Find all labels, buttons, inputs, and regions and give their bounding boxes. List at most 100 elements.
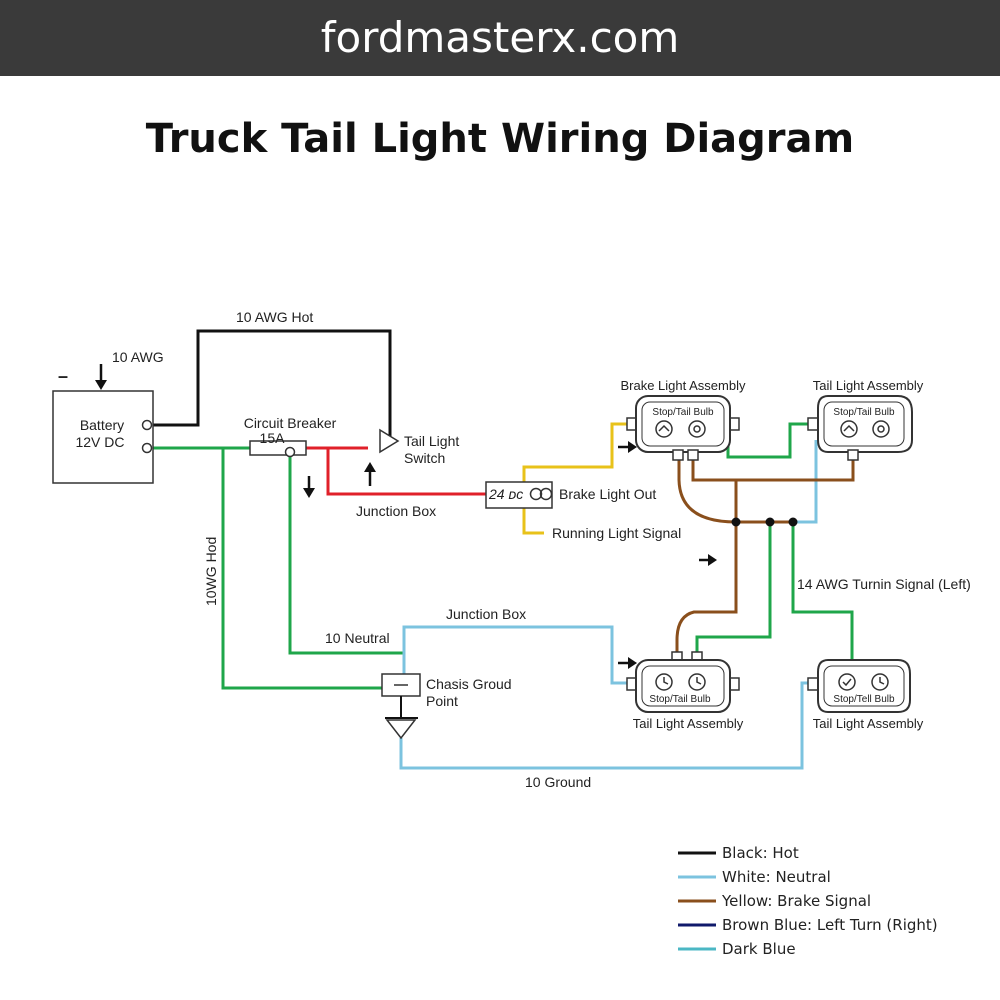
bulb-icon-2a [840, 420, 858, 438]
legend-label-2: Yellow: Brake Signal [721, 892, 871, 910]
bl-housing [635, 659, 731, 713]
junction-dot-2 [765, 517, 775, 527]
tail-assembly-bl-label: Tail Light Assembly [633, 716, 744, 731]
legend-label-0: Black: Hot [722, 844, 799, 862]
tail-light-assembly-top-right: Tail Light Assembly Stop/Tail Bulb [807, 378, 924, 461]
brake-light-assembly: Brake Light Assembly Stop/Tail Bulb [620, 378, 746, 461]
tail-light-assembly-bottom-right: Stop/Tell Bulb Tail Light Assembly [807, 659, 924, 731]
breaker-label-2: 15A [260, 430, 286, 446]
bulb-label-3: Stop/Tail Bulb [649, 694, 711, 705]
battery-box [52, 390, 154, 484]
site-banner: fordmasterx.com [0, 0, 1000, 76]
bulb-icon-2b-core [877, 425, 885, 433]
wire-red-junction [326, 448, 486, 496]
brake-assembly-label: Brake Light Assembly [620, 378, 746, 393]
legend-label-4: Dark Blue [722, 940, 796, 958]
arrow-right-head-2 [708, 554, 717, 566]
clock-icon-3b-hands [696, 677, 702, 685]
turn-signal-left-label: 14 AWG Turnin Signal (Left) [797, 576, 971, 592]
minus-label: – [58, 366, 68, 386]
junction-dot-3 [788, 517, 798, 527]
wire-blue-right [793, 440, 818, 524]
awg10-label: 10 AWG [112, 349, 164, 365]
legend: Black: Hot White: Neutral Yellow: Brake … [678, 844, 938, 958]
down-arrow-head-icon [95, 380, 107, 390]
vertical-hot-label: 10WG Hod [203, 537, 219, 606]
wire-green-mid [695, 522, 772, 660]
connector-code: 24 ᴅᴄ [488, 486, 523, 502]
site-name: fordmasterx.com [320, 13, 680, 62]
battery-terminal-negative [141, 442, 153, 454]
junction-dot-1 [731, 517, 741, 527]
bulb-icon-2a-mark [843, 424, 855, 432]
bulb-label-2: Stop/Tail Bulb [833, 407, 895, 418]
wire-blue-junction [402, 625, 627, 685]
breaker-label-1: Circuit Breaker [244, 415, 337, 431]
wire-green-assemblies [726, 422, 808, 459]
connector-bulb-icon-b [539, 487, 553, 501]
clock-icon-3a [655, 673, 673, 691]
battery-terminal-positive [141, 419, 153, 431]
running-light-label: Running Light Signal [552, 525, 681, 541]
tail-assembly-tr-label: Tail Light Assembly [813, 378, 924, 393]
switch-label-2: Switch [404, 450, 445, 466]
clock-icon-4a [838, 673, 856, 691]
tr-housing-inner [823, 401, 905, 447]
br-housing-inner [823, 665, 905, 707]
wire-blue-ground [399, 681, 818, 770]
brake-pin-2 [687, 449, 699, 461]
switch-label-1: Tail Light [404, 433, 459, 449]
wire-yellow [522, 422, 627, 487]
clock-icon-3b [688, 673, 706, 691]
clock-icon-4b [871, 673, 889, 691]
arrow-right-head-3 [628, 657, 637, 669]
wire-yellow-running [522, 508, 544, 535]
ground-10-label: 10 Ground [525, 774, 591, 790]
brake-housing [635, 395, 731, 453]
bulb-icon-1a-mark [658, 424, 670, 432]
brake-light-out-label: Brake Light Out [559, 486, 656, 502]
legend-label-1: White: Neutral [722, 868, 831, 886]
connector-bulb-icon-a [529, 487, 543, 501]
tail-assembly-br-label: Tail Light Assembly [813, 716, 924, 731]
junction-box-label-1: Junction Box [356, 503, 436, 519]
wire-green-hot-vertical [221, 448, 382, 690]
wire-brown-top [691, 458, 855, 482]
bl-housing-inner [641, 665, 725, 707]
clock-icon-4a-hands [842, 678, 852, 687]
chassis-label-2: Point [426, 693, 458, 709]
br-housing [817, 659, 911, 713]
chassis-label-1: Chasis Groud [426, 676, 512, 692]
tr-housing [817, 395, 913, 453]
br-tab-left [807, 677, 819, 691]
switch-up-arrow-head [364, 462, 376, 472]
neutral-10-label: 10 Neutral [325, 630, 390, 646]
junction-box-label-2: Junction Box [446, 606, 526, 622]
bulb-label-1: Stop/Tail Bulb [652, 407, 714, 418]
bulb-icon-2b [872, 420, 890, 438]
page-title: Truck Tail Light Wiring Diagram [145, 116, 855, 162]
bulb-icon-1b [688, 420, 706, 438]
bulb-icon-1a [655, 420, 673, 438]
battery-label-2: 12V DC [75, 434, 124, 450]
wire-brown-down [675, 480, 738, 660]
bulb-icon-1b-core [693, 425, 701, 433]
hot-10awg-label: 10 AWG Hot [236, 309, 313, 325]
breaker-down-arrow-head [303, 488, 315, 498]
clock-icon-3a-hands [663, 677, 669, 685]
legend-label-3: Brown Blue: Left Turn (Right) [722, 916, 938, 934]
tr-tab-left [807, 417, 819, 431]
bulb-label-4: Stop/Tell Bulb [833, 694, 895, 705]
tr-pin [847, 449, 859, 461]
tail-light-switch-icon [379, 428, 400, 454]
brake-housing-inner [641, 401, 725, 447]
tail-light-assembly-bottom-left: Stop/Tail Bulb Tail Light Assembly [626, 651, 744, 731]
wire-green-turn-left [791, 522, 854, 660]
breaker-terminal [284, 446, 296, 458]
battery-label-1: Battery [80, 417, 124, 433]
brake-pin-1 [672, 449, 684, 461]
clock-icon-4b-hands [879, 677, 885, 685]
arrow-right-head-1 [628, 441, 637, 453]
ground-symbol-icon [385, 719, 417, 740]
